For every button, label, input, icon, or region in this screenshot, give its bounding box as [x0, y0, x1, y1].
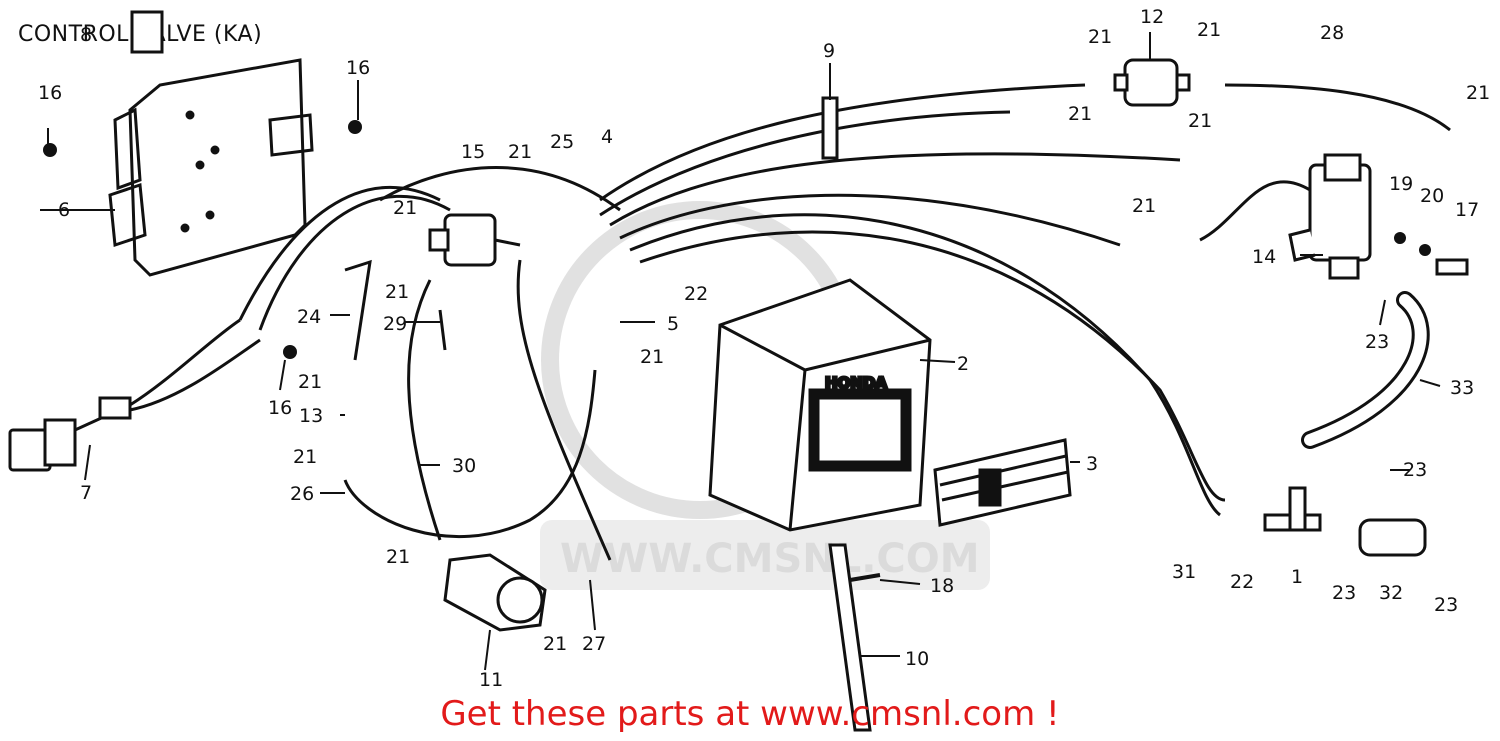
- hose-28: [1224, 83, 1451, 132]
- callout-9: 9: [823, 40, 835, 62]
- mounting-plate: [108, 58, 314, 277]
- control-valve: [1199, 153, 1372, 280]
- callout-26: 26: [290, 483, 314, 505]
- callout-33: 33: [1450, 377, 1474, 399]
- callout-21-n: 21: [543, 633, 567, 655]
- t-joint: [1263, 486, 1322, 532]
- callout-5: 5: [667, 313, 679, 335]
- callout-17: 17: [1455, 199, 1479, 221]
- callout-29: 29: [383, 313, 407, 335]
- callout-8: 8: [80, 24, 92, 46]
- callout-21-h: 21: [393, 197, 417, 219]
- grommet-8: [130, 10, 164, 54]
- callouts: 1 2 3 4 5 6 7 8 9 10 11 12 13 14 15 16 1…: [38, 6, 1490, 691]
- callout-28: 28: [1320, 22, 1344, 44]
- callout-21-l: 21: [293, 446, 317, 468]
- footer-link-text[interactable]: Get these parts at www.cmsnl.com !: [440, 694, 1060, 734]
- callout-2: 2: [957, 353, 969, 375]
- callout-23-c: 23: [1332, 582, 1356, 604]
- callout-23-d: 23: [1434, 594, 1458, 616]
- callout-23-b: 23: [1403, 459, 1427, 481]
- callout-12: 12: [1140, 6, 1164, 28]
- callout-32: 32: [1379, 582, 1403, 604]
- callout-21-c: 21: [1068, 103, 1092, 125]
- callout-21-i: 21: [385, 281, 409, 303]
- callout-21-d: 21: [1188, 110, 1212, 132]
- callout-22-a: 22: [684, 283, 708, 305]
- bolt-17: [1435, 258, 1469, 276]
- callout-21-a: 21: [1088, 26, 1112, 48]
- callout-25: 25: [550, 131, 574, 153]
- wire-connector: [8, 318, 261, 472]
- callout-21-b: 21: [1197, 19, 1221, 41]
- callout-21-f: 21: [1132, 195, 1156, 217]
- stay-10: [828, 543, 872, 732]
- bolt-18: [849, 573, 881, 582]
- callout-7: 7: [80, 482, 92, 504]
- solenoid-valve: [428, 213, 521, 267]
- canister-brand: HONDA: [825, 374, 887, 392]
- hose-bundle: [238, 83, 1226, 561]
- callout-6: 6: [58, 199, 70, 221]
- callout-19: 19: [1389, 173, 1413, 195]
- label-plate: [933, 438, 1072, 527]
- callout-14: 14: [1252, 246, 1276, 268]
- hose-clip-9: [821, 96, 839, 160]
- leader-lines: [40, 32, 1441, 671]
- watermark: WWW.CMSNL.COM: [540, 201, 990, 590]
- callout-24: 24: [297, 306, 321, 328]
- watermark-text: WWW.CMSNL.COM: [560, 536, 980, 582]
- callout-13: 13: [299, 405, 323, 427]
- callout-21-k: 21: [298, 371, 322, 393]
- callout-15: 15: [461, 141, 485, 163]
- callout-11: 11: [479, 669, 503, 691]
- hose-32: [1358, 518, 1427, 557]
- callout-3: 3: [1086, 453, 1098, 475]
- callout-21-m: 21: [386, 546, 410, 568]
- callout-16-a: 16: [38, 82, 62, 104]
- callout-31: 31: [1172, 561, 1196, 583]
- callout-22-b: 22: [1230, 571, 1254, 593]
- bolts-16: [43, 120, 362, 359]
- washers-19-20: [1394, 232, 1431, 256]
- callout-21-g: 21: [508, 141, 532, 163]
- callout-16-b: 16: [346, 57, 370, 79]
- fuel-filter: [1113, 58, 1191, 107]
- callout-21-j: 21: [640, 346, 664, 368]
- callout-10: 10: [905, 648, 929, 670]
- callout-27: 27: [582, 633, 606, 655]
- callout-21-e: 21: [1466, 82, 1490, 104]
- callout-30: 30: [452, 455, 476, 477]
- canister: HONDA: [708, 278, 932, 532]
- callout-20: 20: [1420, 185, 1444, 207]
- callout-4: 4: [601, 126, 613, 148]
- callout-23-a: 23: [1365, 331, 1389, 353]
- callout-18: 18: [930, 575, 954, 597]
- callout-1: 1: [1291, 566, 1303, 588]
- callout-16-c: 16: [268, 397, 292, 419]
- cap-11: [443, 553, 547, 632]
